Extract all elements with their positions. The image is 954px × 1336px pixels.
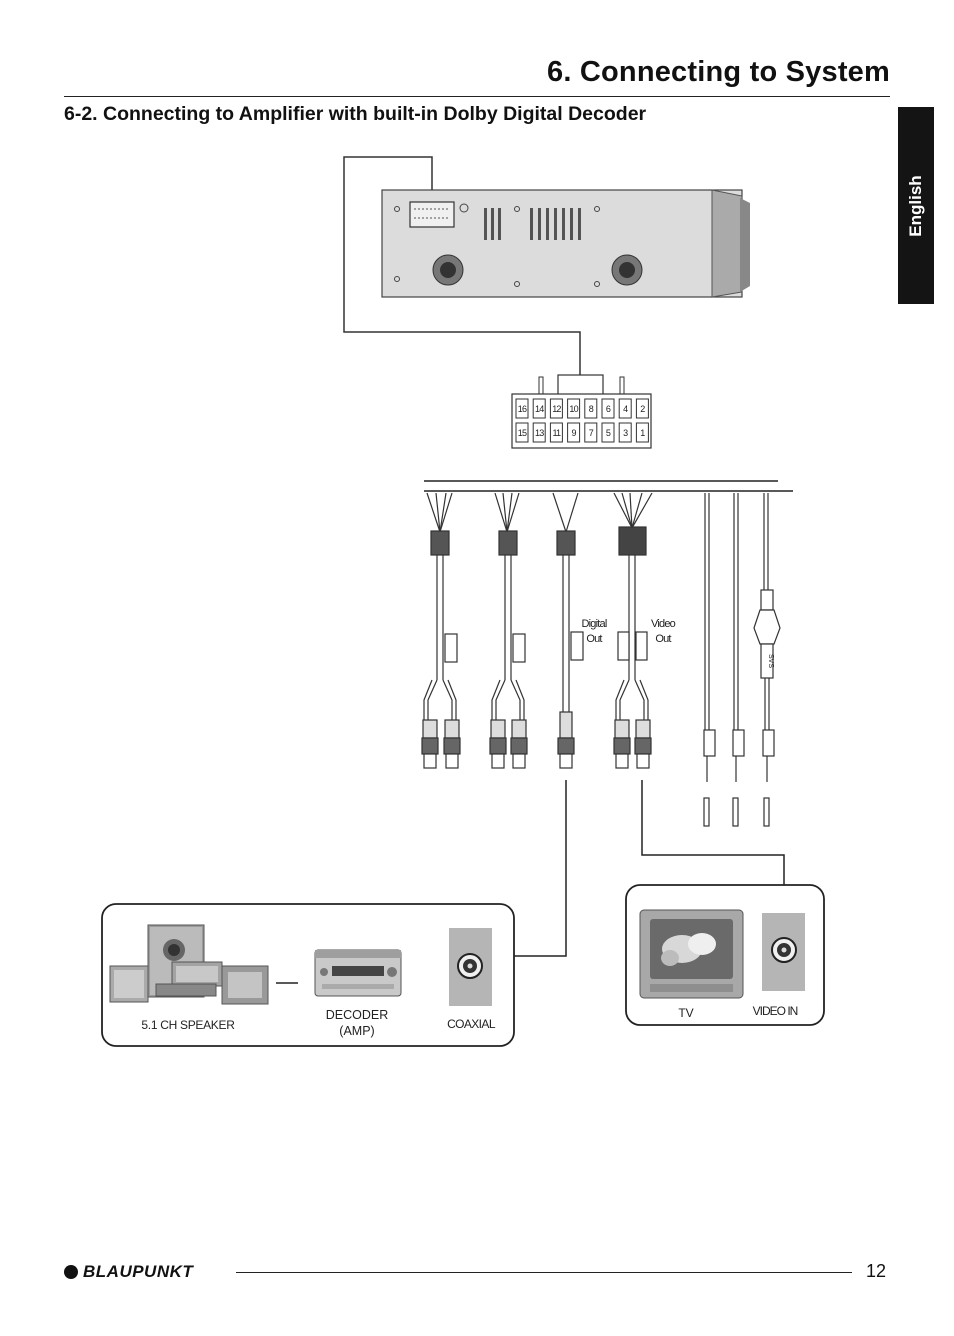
video-out-label-line1: Video — [651, 618, 676, 630]
pin-cell — [618, 422, 632, 443]
pin-cell — [515, 422, 529, 443]
pin-cell — [549, 422, 563, 443]
pin-cell — [567, 398, 581, 419]
rca-cable-1 — [421, 492, 461, 769]
head-unit — [381, 189, 750, 298]
pin-number: 13 — [535, 428, 544, 438]
speaker-icon — [109, 924, 269, 1005]
pin-number: 10 — [569, 404, 578, 414]
video-out-cable — [613, 492, 653, 769]
pin-row-bottom: 15 13 11 9 7 5 3 1 — [515, 422, 649, 443]
pin-number: 15 — [518, 428, 527, 438]
pin-number: 9 — [571, 428, 576, 438]
pin-number: 3 — [623, 428, 628, 438]
pin-row-top: 16 14 12 10 8 6 4 2 — [515, 398, 649, 419]
pin-cell — [635, 422, 649, 443]
pin-cell — [635, 398, 649, 419]
pin-number: 16 — [518, 404, 527, 414]
pin-number: 8 — [589, 404, 594, 414]
pin-cell — [618, 398, 632, 419]
pin-number: 2 — [640, 404, 645, 414]
video-in-label: VIDEO IN — [753, 1004, 798, 1018]
pin-cell — [532, 422, 546, 443]
decoder-label-line2: (AMP) — [339, 1024, 374, 1038]
rca-cable-2 — [489, 492, 528, 769]
pin-number: 7 — [589, 428, 594, 438]
page-title: 6. Connecting to System — [547, 56, 890, 88]
pin-cell — [584, 398, 598, 419]
pin-cell — [532, 398, 546, 419]
harness-wire — [343, 156, 581, 378]
video-in-jack — [762, 913, 805, 991]
tv-label: TV — [678, 1006, 693, 1020]
logo-dot — [64, 1265, 78, 1279]
pin-cell — [549, 398, 563, 419]
speaker-label: 5.1 CH SPEAKER — [141, 1018, 235, 1032]
pin-cell — [601, 422, 615, 443]
coaxial-jack — [449, 928, 492, 1006]
brand-logo: BLAUPUNKT — [64, 1262, 193, 1282]
page-number: 12 — [866, 1261, 887, 1281]
pin-cell — [515, 398, 529, 419]
pin-number: 5 — [606, 428, 611, 438]
digital-out-cable — [552, 492, 584, 769]
single-wires — [703, 493, 781, 827]
coaxial-label: COAXIAL — [447, 1017, 496, 1031]
language-tab[interactable]: English — [898, 107, 934, 304]
pin-number: 1 — [640, 428, 645, 438]
pin-cell — [567, 422, 581, 443]
pin-number: 11 — [553, 428, 562, 438]
tv-group: TV VIDEO IN — [625, 884, 825, 1026]
brand-name: BLAUPUNKT — [83, 1262, 194, 1281]
video-out-label-line2: Out — [655, 633, 671, 645]
amplifier-group: 5.1 CH SPEAKER DECODER (AMP) COAXIAL — [101, 903, 515, 1047]
digital-out-label-line1: Digital — [582, 618, 607, 630]
pin-number: 14 — [535, 404, 544, 414]
digital-out-label-line2: Out — [586, 633, 602, 645]
title-rule — [64, 96, 890, 97]
svs-label: SVS — [767, 654, 774, 668]
pin-number: 4 — [623, 404, 628, 414]
pin-number: 12 — [552, 404, 561, 414]
pin-cell — [584, 422, 598, 443]
cable-bus — [424, 480, 793, 492]
footer-rule — [236, 1272, 852, 1273]
section-title: 6-2. Connecting to Amplifier with built-… — [64, 103, 647, 125]
pin-number: 6 — [606, 404, 611, 414]
decoder-icon — [314, 949, 402, 997]
decoder-label-line1: DECODER — [326, 1008, 389, 1022]
pin-cell — [601, 398, 615, 419]
tv-icon — [639, 909, 744, 999]
